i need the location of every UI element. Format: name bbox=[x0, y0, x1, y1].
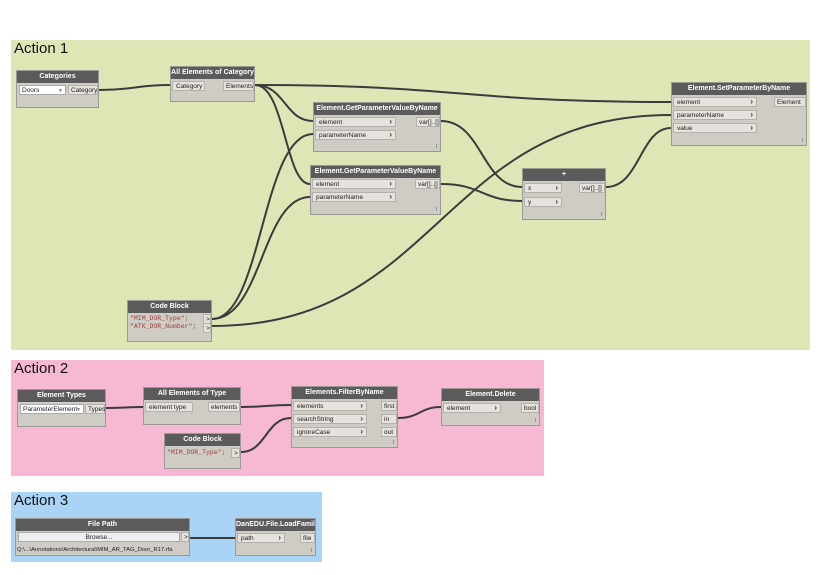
categories-node[interactable]: Categories Doors ▼ Category bbox=[16, 70, 99, 108]
node-title: + bbox=[523, 169, 605, 181]
element-delete-node[interactable]: Element.Delete element› bool l bbox=[441, 388, 540, 426]
code-block-node-2[interactable]: Code Block "MIM_DOR_Type"; > bbox=[164, 433, 241, 469]
output-port[interactable]: var[]..[] bbox=[415, 179, 440, 189]
code-block-node-1[interactable]: Code Block "MIM_DOR_Type"; "ATK_DOR_Numb… bbox=[127, 300, 212, 342]
chevron-right-icon: › bbox=[360, 427, 363, 436]
output-port[interactable]: Types bbox=[85, 404, 105, 414]
group-title-action-1: Action 1 bbox=[14, 40, 69, 57]
code-line-2[interactable]: "ATK_DOR_Number"; bbox=[130, 323, 197, 330]
node-title: Elements.FilterByName bbox=[292, 387, 397, 399]
node-title: Code Block bbox=[165, 434, 240, 446]
add-node[interactable]: + x› y› var[]..[] l bbox=[522, 168, 606, 220]
output-port-in[interactable]: in bbox=[381, 414, 397, 424]
chevron-right-icon: › bbox=[389, 130, 392, 139]
node-title: All Elements of Type bbox=[144, 388, 240, 400]
input-port-elements[interactable]: elements› bbox=[293, 401, 367, 411]
node-title: Element Types bbox=[18, 390, 105, 402]
chevron-right-icon: › bbox=[360, 401, 363, 410]
file-path-node[interactable]: File Path Browse... > Q:\...\Annotations… bbox=[15, 518, 190, 556]
node-title: Categories bbox=[17, 71, 98, 83]
group-title-action-3: Action 3 bbox=[14, 492, 69, 509]
output-port[interactable]: var[]..[] bbox=[579, 183, 605, 193]
node-title: DanEDU.File.LoadFamily bbox=[236, 519, 315, 531]
all-elements-of-category-node[interactable]: All Elements of Category Category Elemen… bbox=[170, 66, 255, 102]
input-port-path[interactable]: path› bbox=[237, 533, 285, 543]
chevron-right-icon: › bbox=[750, 110, 753, 119]
chevron-right-icon: › bbox=[389, 117, 392, 126]
lacing-indicator: l bbox=[392, 440, 394, 446]
output-port[interactable]: elements bbox=[208, 402, 240, 412]
output-port-first[interactable]: first bbox=[381, 401, 397, 411]
input-port-parametername[interactable]: parameterName› bbox=[312, 192, 396, 202]
category-dropdown[interactable]: Doors ▼ bbox=[19, 85, 66, 95]
input-port-parametername[interactable]: parameterName› bbox=[673, 110, 757, 120]
node-title: Element.GetParameterValueByName bbox=[314, 103, 440, 115]
filter-by-name-node[interactable]: Elements.FilterByName elements› searchSt… bbox=[291, 386, 398, 448]
lacing-indicator: l bbox=[435, 207, 437, 213]
lacing-indicator: l bbox=[435, 144, 437, 150]
element-types-node[interactable]: Element Types ParameterElement ▼ Types bbox=[17, 389, 106, 427]
output-port[interactable]: Elements bbox=[223, 81, 254, 91]
output-port[interactable]: file bbox=[300, 533, 315, 543]
browse-button[interactable]: Browse... bbox=[18, 532, 180, 542]
input-port[interactable]: Category bbox=[172, 81, 205, 91]
dropdown-arrow-icon: ▼ bbox=[58, 88, 63, 94]
input-port-element[interactable]: element› bbox=[673, 97, 757, 107]
chevron-right-icon: › bbox=[360, 414, 363, 423]
file-path-value: Q:\...\Annotations\Architectural\MIM_AR_… bbox=[17, 547, 173, 553]
node-title: Code Block bbox=[128, 301, 211, 313]
group-title-action-2: Action 2 bbox=[14, 360, 69, 377]
lacing-indicator: l bbox=[310, 548, 312, 554]
chevron-right-icon: › bbox=[389, 192, 392, 201]
node-title: Element.SetParameterByName bbox=[672, 83, 806, 95]
chevron-right-icon: › bbox=[389, 179, 392, 188]
chevron-right-icon: › bbox=[494, 403, 497, 412]
chevron-right-icon: › bbox=[555, 183, 558, 192]
dropdown-arrow-icon: ▼ bbox=[76, 407, 81, 413]
lacing-indicator: l bbox=[801, 138, 803, 144]
input-port-element[interactable]: element› bbox=[443, 403, 501, 413]
chevron-right-icon: › bbox=[750, 123, 753, 132]
lacing-indicator: l bbox=[600, 212, 602, 218]
code-line-1[interactable]: "MIM_DOR_Type"; bbox=[167, 449, 226, 456]
dropdown-value: Doors bbox=[22, 87, 40, 94]
output-port[interactable]: Category bbox=[68, 85, 98, 95]
input-port-x[interactable]: x› bbox=[524, 183, 562, 193]
get-parameter-value-node-1[interactable]: Element.GetParameterValueByName element›… bbox=[313, 102, 441, 152]
chevron-right-icon: › bbox=[555, 197, 558, 206]
output-port[interactable]: > bbox=[231, 448, 240, 458]
node-title: All Elements of Category bbox=[171, 67, 254, 79]
node-title: Element.GetParameterValueByName bbox=[311, 166, 440, 178]
input-port-value[interactable]: value› bbox=[673, 123, 757, 133]
input-port-element[interactable]: element› bbox=[312, 179, 396, 189]
input-port-searchstring[interactable]: searchString› bbox=[293, 414, 367, 424]
chevron-right-icon: › bbox=[750, 97, 753, 106]
code-line-1[interactable]: "MIM_DOR_Type"; bbox=[130, 315, 189, 322]
input-port-parametername[interactable]: parameterName› bbox=[315, 130, 396, 140]
output-port-2[interactable]: > bbox=[203, 323, 211, 333]
set-parameter-by-name-node[interactable]: Element.SetParameterByName element› para… bbox=[671, 82, 807, 146]
all-elements-of-type-node[interactable]: All Elements of Type element type elemen… bbox=[143, 387, 241, 425]
chevron-right-icon: › bbox=[278, 533, 281, 542]
lacing-indicator: l bbox=[534, 418, 536, 424]
node-title: File Path bbox=[16, 519, 189, 531]
input-port-ignorecase[interactable]: ignoreCase› bbox=[293, 427, 367, 437]
output-port-out[interactable]: out bbox=[381, 427, 397, 437]
dropdown-value: ParameterElement bbox=[23, 406, 78, 413]
node-title: Element.Delete bbox=[442, 389, 539, 401]
input-port-element[interactable]: element› bbox=[315, 117, 396, 127]
input-port[interactable]: element type bbox=[145, 402, 193, 412]
output-port[interactable]: bool bbox=[521, 403, 539, 413]
load-family-node[interactable]: DanEDU.File.LoadFamily path› file l bbox=[235, 518, 316, 556]
input-port-y[interactable]: y› bbox=[524, 197, 562, 207]
output-port[interactable]: > bbox=[181, 532, 189, 542]
output-port[interactable]: Element bbox=[774, 97, 806, 107]
output-port[interactable]: var[]..[] bbox=[416, 117, 440, 127]
element-type-dropdown[interactable]: ParameterElement ▼ bbox=[20, 404, 84, 414]
get-parameter-value-node-2[interactable]: Element.GetParameterValueByName element›… bbox=[310, 165, 441, 215]
